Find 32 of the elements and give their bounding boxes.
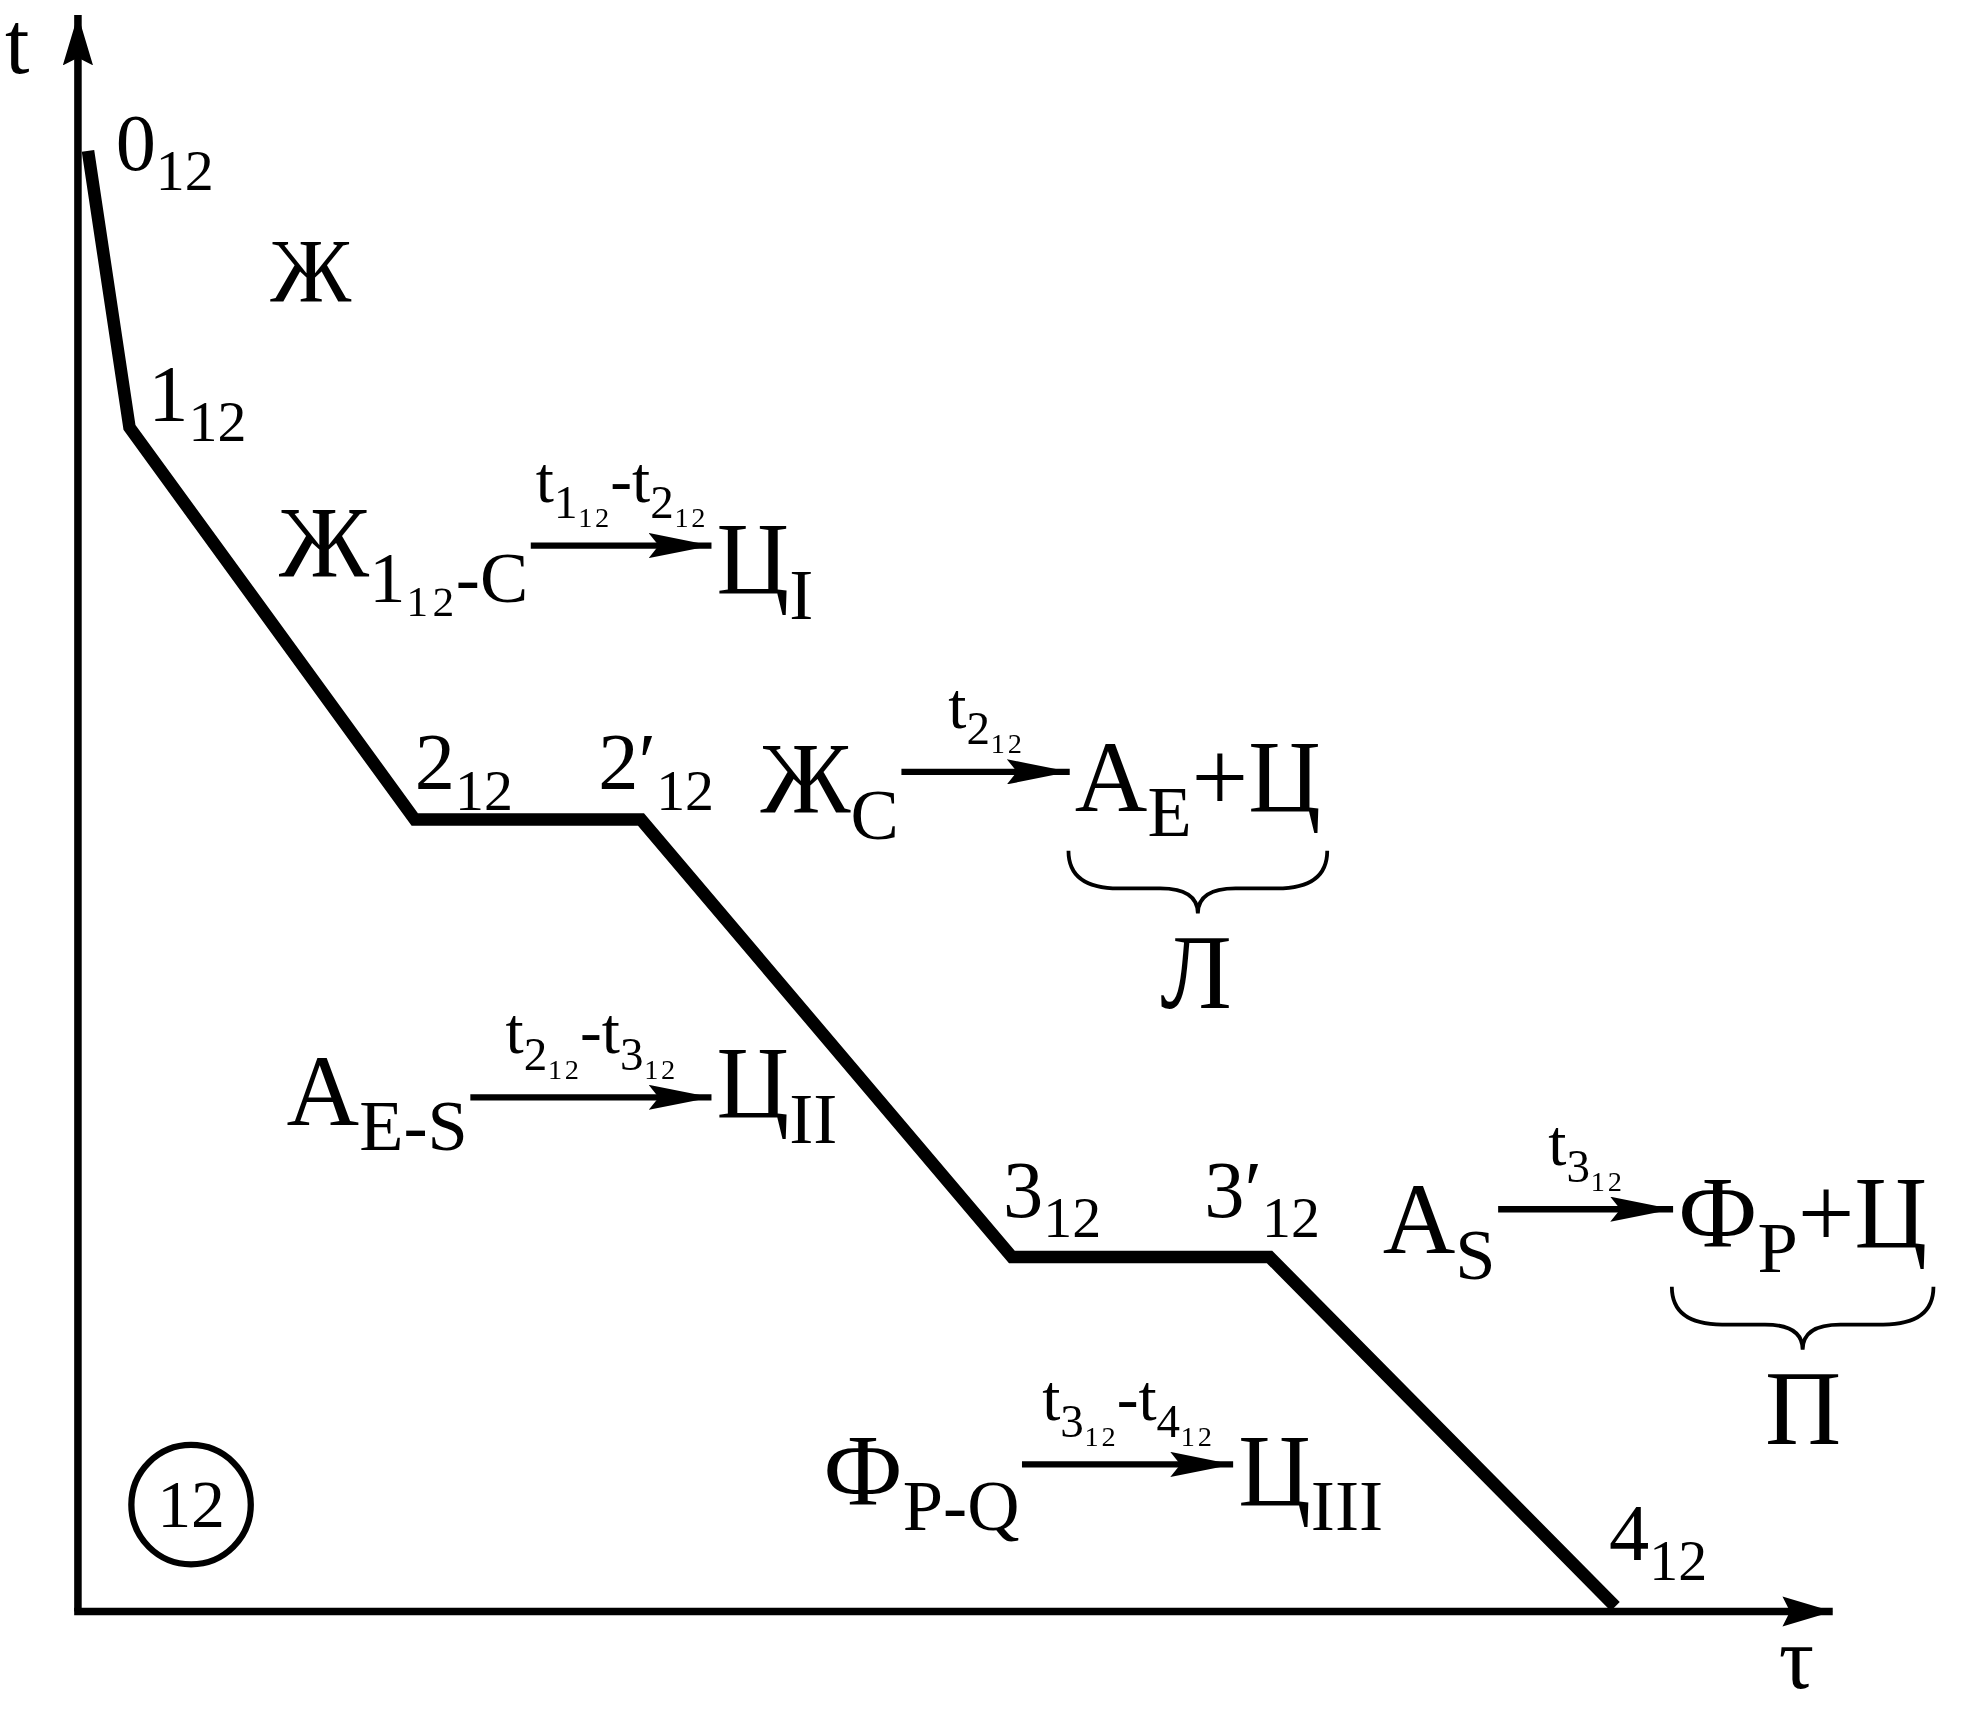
point-label: 0$_{12}$	[115, 103, 214, 201]
phase-formula: A$_{E-S}$	[286, 1040, 468, 1163]
arrow	[1022, 1451, 1234, 1477]
phase-formula: Ц$_{II}$	[716, 1033, 838, 1155]
phase-formula: Ц$_{III}$	[1238, 1420, 1384, 1543]
phase-formula: Ф$_{P-Q}$	[823, 1420, 1020, 1543]
edge-label: t$_{3₁₂}$	[1548, 1111, 1623, 1190]
phase-formula: Ж$_{C}$	[760, 729, 899, 851]
phase-formula: Ж$_{1₁₂-C}$	[279, 492, 529, 615]
phase-formula: A$_{S}$	[1382, 1169, 1496, 1291]
edge-label: t$_{2₁₂}$-t$_{3₁₂}$	[505, 999, 677, 1078]
point-label: 2$_{12}$	[414, 722, 513, 820]
circled-number: 12	[128, 1441, 254, 1568]
axis-label: τ	[1778, 1615, 1815, 1704]
phase-formula: Ц$_{I}$	[716, 509, 814, 631]
arrow	[901, 759, 1070, 785]
phase-label: Ж	[270, 226, 352, 317]
point-label: 1$_{12}$	[148, 354, 247, 452]
phase-formula: Ф$_{P}$+Ц	[1678, 1162, 1928, 1285]
phase-formula: A$_{E}$+Ц	[1074, 726, 1321, 849]
point-label: 3′$_{12}$	[1204, 1150, 1320, 1248]
phase-label: Л	[1160, 919, 1232, 1026]
arrow	[530, 533, 712, 559]
edge-label: t$_{1₁₂}$-t$_{2₁₂}$	[535, 447, 707, 527]
point-label: 3$_{12}$	[1003, 1150, 1102, 1248]
arrow	[470, 1084, 712, 1110]
point-label: 4$_{12}$	[1609, 1493, 1708, 1591]
phase-label: П	[1764, 1356, 1842, 1462]
point-label: 2′$_{12}$	[598, 722, 715, 820]
axis-label: t	[5, 0, 30, 88]
edge-label: t$_{2₁₂}$	[948, 673, 1023, 753]
edge-label: t$_{3₁₂}$-t$_{4₁₂}$	[1042, 1366, 1213, 1445]
